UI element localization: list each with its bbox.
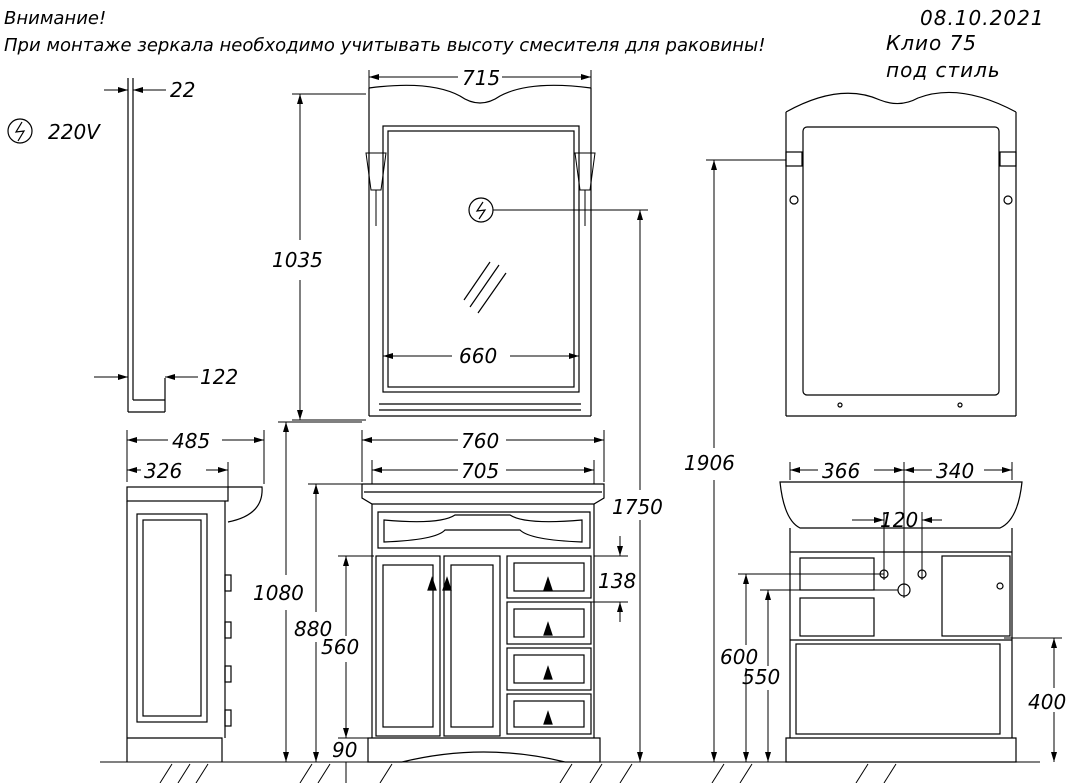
dim-top-width <box>361 430 605 482</box>
dim-mirror-width <box>368 70 592 88</box>
dim-drawer-offset-label: 138 <box>598 569 636 593</box>
dim-mirror-depth-label: 22 <box>170 78 195 102</box>
dim-socket-height <box>493 209 648 762</box>
dim-mirror-shelf-label: 122 <box>200 365 238 389</box>
dim-rear-h550-label: 550 <box>742 665 780 689</box>
dim-rear-h550 <box>760 589 898 762</box>
dim-rear-gap-label: 120 <box>880 508 918 532</box>
dim-plinth-label: 90 <box>332 738 357 762</box>
dim-rear-h400-label: 400 <box>1028 690 1066 714</box>
dim-cabinet-depth <box>126 430 265 484</box>
dim-socket-height-label: 1750 <box>612 495 663 519</box>
dim-mirror-height-label: 1035 <box>272 248 323 272</box>
dim-height-door-label: 560 <box>321 635 359 659</box>
dim-height-body <box>308 483 362 762</box>
socket-symbol-icon <box>468 197 494 223</box>
model-name: Клио 75 <box>886 31 978 55</box>
dim-mirror-glass-width-label: 660 <box>459 344 497 368</box>
cabinet-side-view <box>126 486 263 762</box>
dim-height-top <box>278 421 362 762</box>
dim-height-top-label: 1080 <box>253 581 304 605</box>
voltage-label: 220V <box>48 120 101 144</box>
dim-rear-left <box>789 462 1013 598</box>
floor-hatching <box>100 761 1040 783</box>
cabinet-front-view <box>361 483 605 763</box>
dim-body-width <box>371 460 595 484</box>
mirror-front-view <box>368 84 592 417</box>
dim-mirror-width-label: 715 <box>462 66 500 90</box>
dim-height-body-label: 880 <box>294 617 332 641</box>
dim-cabinet-depth-label: 485 <box>172 429 210 453</box>
dim-total-height <box>706 159 786 762</box>
mirror-side-view <box>127 78 166 413</box>
dim-rear-h400 <box>1004 637 1062 762</box>
warning-text: При монтаже зеркала необходимо учитывать… <box>4 35 766 56</box>
dim-rear-h600 <box>738 573 884 762</box>
dim-body-width-label: 705 <box>461 459 499 483</box>
dim-cabinet-body-depth <box>127 462 229 487</box>
mirror-rear-view <box>785 91 1017 417</box>
dim-drawer-offset <box>591 536 628 622</box>
power-symbol-icon <box>7 118 33 144</box>
dim-rear-gap <box>852 512 942 580</box>
warning-title: Внимание! <box>4 8 107 29</box>
dim-height-door <box>338 555 374 739</box>
dim-rear-h600-label: 600 <box>720 645 758 669</box>
sconce-left-icon <box>365 152 387 226</box>
dim-mirror-height <box>292 93 366 421</box>
sconce-right-icon <box>574 152 596 226</box>
drawing-date: 08.10.2021 <box>920 6 1045 30</box>
dim-cabinet-body-depth-label: 326 <box>144 459 182 483</box>
dim-top-width-label: 760 <box>461 429 499 453</box>
dim-total-height-label: 1906 <box>684 451 735 475</box>
dim-rear-left-label: 366 <box>822 459 860 483</box>
style-label: под стиль <box>886 58 1001 82</box>
dim-rear-right-label: 340 <box>936 459 974 483</box>
